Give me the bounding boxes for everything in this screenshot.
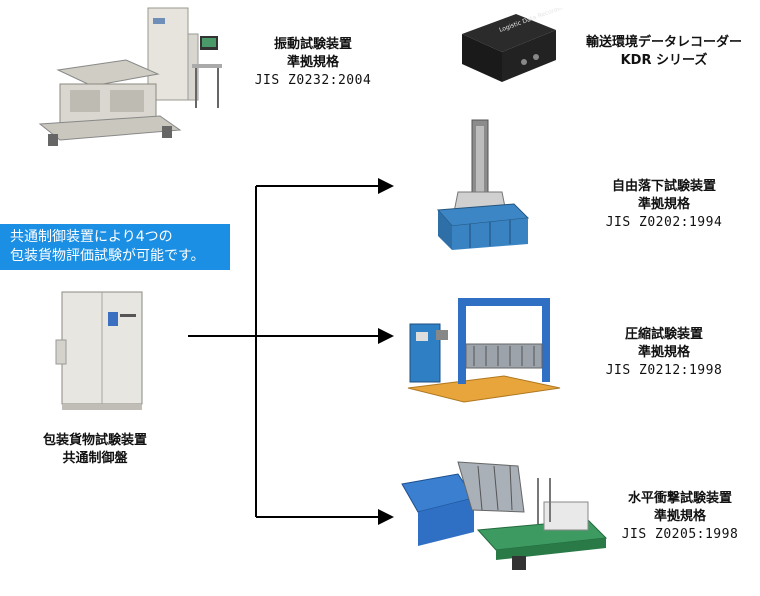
compression-tester-image bbox=[407, 298, 561, 403]
drop-standard-code: JIS Z0202:1994 bbox=[605, 215, 723, 230]
vibration-tester-image bbox=[38, 7, 222, 146]
recorder-label: 輸送環境データレコーダー KDR シリーズ bbox=[574, 34, 754, 70]
callout-line-2: 包装貨物評価試験が可能です。 bbox=[10, 248, 205, 264]
control-panel-image bbox=[55, 291, 143, 410]
vibration-tester-label: 振動試験装置 準拠規格 JIS Z0232:2004 bbox=[243, 36, 383, 90]
compression-standard-code: JIS Z0212:1998 bbox=[605, 363, 723, 378]
recorder-series: KDR シリーズ bbox=[620, 53, 708, 68]
recorder-name: 輸送環境データレコーダー bbox=[585, 35, 742, 50]
capability-callout: 共通制御装置により4つの 包装貨物評価試験が可能です。 bbox=[0, 224, 230, 270]
impact-tester-name: 水平衝撃試験装置 bbox=[627, 491, 732, 506]
compression-standard-heading: 準拠規格 bbox=[637, 345, 690, 360]
drop-tester-image bbox=[436, 119, 530, 250]
impact-tester-label: 水平衝撃試験装置 準拠規格 JIS Z0205:1998 bbox=[606, 490, 754, 544]
control-panel-subtitle: 共通制御盤 bbox=[62, 451, 128, 466]
vibration-standard-code: JIS Z0232:2004 bbox=[254, 73, 372, 88]
compression-tester-name: 圧縮試験装置 bbox=[624, 327, 703, 342]
vibration-tester-name: 振動試験装置 bbox=[273, 37, 352, 52]
drop-tester-label: 自由落下試験装置 準拠規格 JIS Z0202:1994 bbox=[594, 178, 734, 232]
callout-line-1: 共通制御装置により4つの bbox=[10, 229, 173, 245]
compression-tester-label: 圧縮試験装置 準拠規格 JIS Z0212:1998 bbox=[594, 326, 734, 380]
drop-tester-name: 自由落下試験装置 bbox=[611, 179, 716, 194]
control-panel-name: 包装貨物試験装置 bbox=[42, 433, 147, 448]
vibration-standard-heading: 準拠規格 bbox=[286, 55, 339, 70]
data-recorder-image: Logistic Data Recorder bbox=[462, 8, 564, 82]
impact-standard-code: JIS Z0205:1998 bbox=[621, 527, 739, 542]
impact-standard-heading: 準拠規格 bbox=[653, 509, 706, 524]
control-panel-label: 包装貨物試験装置 共通制御盤 bbox=[20, 432, 170, 468]
impact-tester-image bbox=[401, 461, 608, 570]
drop-standard-heading: 準拠規格 bbox=[637, 197, 690, 212]
